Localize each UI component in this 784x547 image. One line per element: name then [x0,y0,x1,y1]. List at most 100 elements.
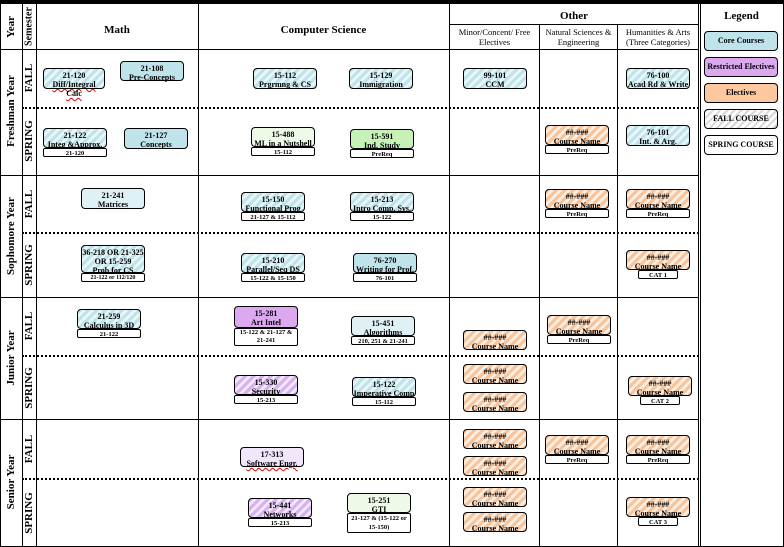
prereq-label: 76-101 [353,273,417,282]
semester-divider [22,478,699,480]
course-card[interactable]: 15-213 Intro Comp. Sys. [350,192,414,213]
math-header: Math [104,24,130,36]
course-card[interactable]: 15-488 ML in a Nutshell [251,127,315,148]
course-card[interactable]: ##-### Course Name [626,189,690,210]
course-card[interactable]: 15-129 Immigration [349,68,413,89]
legend-electives: Electives [704,83,778,103]
prereq-label: PreReq [545,455,609,464]
course-card[interactable]: 21-122 Integ &Approx. [43,128,107,149]
course-card[interactable]: ##-### Course Name [463,429,527,450]
grid-line [449,4,450,547]
course-card[interactable]: ##-### Course Name [547,315,611,336]
grid-line [698,4,699,547]
semester-label-fall: FALL [23,434,35,464]
course-card[interactable]: ##-### Course Name [545,125,609,146]
course-card[interactable]: 21-120 Diff/Integral Calc [43,68,105,98]
cs-header: Computer Science [280,24,367,36]
course-card[interactable]: 15-591 Ind. Study [350,129,414,150]
grid-line [0,175,699,176]
semester-label-spring: SPRING [23,492,35,534]
grid-line [617,24,618,547]
minor-header: Minor/Concent/ Free Electives [458,27,531,47]
prereq-label: CAT 1 [638,270,678,279]
course-card[interactable]: ##-### Course Name [628,376,692,397]
semester-header: Semester [23,7,35,46]
semester-divider [22,232,699,234]
prereq-label: 15-122 & 15-150 [241,273,305,282]
semester-label-fall: FALL [23,63,35,93]
grid-line [700,4,701,547]
prereq-label: 15-213 [248,518,312,527]
course-card[interactable]: 21-127 Concepts [124,128,188,149]
course-card[interactable]: ##-### Course Name [463,456,527,477]
prereq-label: PreReq [350,149,414,158]
course-card[interactable]: ##-### Course Name [463,392,527,413]
course-card[interactable]: 21-259 Calculus in 3D [77,309,141,330]
year-label-sophomore: Sophomore Year [5,197,17,275]
course-card[interactable]: 17-313 Software Engr. [240,447,304,468]
prereq-label: PreReq [626,209,690,218]
course-card[interactable]: 76-100 Acad Rd & Write [626,68,690,89]
prereq-label: PreReq [626,455,690,464]
grid-line [449,24,699,25]
course-card[interactable]: ##-### Course Name [626,497,690,518]
grid-line [0,297,699,298]
legend-spring-course: SPRING COURSE [704,135,778,155]
course-card[interactable]: 15-210 Parallel/Seq DS [241,253,305,274]
course-card[interactable]: ##-### Course Name [626,250,690,271]
prereq-label: 21-127 & 15-112 [241,212,305,221]
year-header: Year [5,16,17,38]
semester-label-fall: FALL [23,311,35,341]
prereq-label: PreReq [545,209,609,218]
legend-core-courses: Core Courses [704,31,778,51]
course-card[interactable]: 15-112 Prgrmng & CS [253,68,317,89]
course-card[interactable]: ##-### Course Name [545,435,609,456]
course-card[interactable]: 76-101 Int. & Arg. [626,125,690,146]
course-card[interactable]: 99-101 CCM [463,68,527,89]
prereq-label: PreReq [545,145,609,154]
grid-line [22,4,23,547]
course-card[interactable]: 15-122 Imperative Comp [352,377,416,398]
course-card[interactable]: 15-150 Functional Prog [241,192,305,213]
course-card[interactable]: 21-108 Pre-Concepts [120,61,184,82]
semester-label-spring: SPRING [23,120,35,162]
course-card[interactable]: 15-251 GTI [347,493,411,514]
course-card[interactable]: 15-281 Art Intel [234,306,298,328]
course-card[interactable]: 15-330 Security [234,375,298,396]
course-card[interactable]: 76-270 Writing for Prof. [353,253,417,274]
prereq-label: 15-122 & 21-127 & 21-241 [234,328,298,346]
course-card[interactable]: ##-### Course Name [626,435,690,456]
course-card[interactable]: ##-### Course Name [463,487,527,508]
course-card[interactable]: 36-218 OR 21-325 OR 15-259 Prob for CS [81,245,145,275]
semester-label-spring: SPRING [23,244,35,286]
natsci-header: Natural Sciences & Engineering [545,27,612,47]
course-card[interactable]: ##-### Course Name [463,512,527,533]
top-border [0,0,784,4]
grid-line [0,49,699,50]
prereq-label: 21-122 or 112/120 [81,273,145,282]
prereq-label: 15-213 [234,395,298,404]
course-card[interactable]: ##-### Course Name [463,330,527,351]
course-card[interactable]: ##-### Course Name [463,364,527,385]
prereq-label: 21-127 & (15-122 or 15-150) [347,513,411,533]
semester-label-fall: FALL [23,189,35,219]
grid-line [539,24,540,547]
grid-line [198,4,199,547]
year-label-junior: Junior Year [5,330,17,386]
grid-line [0,419,699,420]
legend-restricted-electives: Restricted Electives [704,57,778,77]
course-card[interactable]: 21-241 Matrices [81,188,145,209]
year-label-senior: Senior Year [5,454,17,510]
prereq-label: 21-122 [77,329,141,338]
course-card[interactable]: 15-441 Networks [248,498,312,519]
legend-header: Legend [724,10,759,22]
course-card[interactable]: ##-### Course Name [545,189,609,210]
prereq-label: CAT 2 [640,396,680,405]
grid-line [0,4,1,547]
prereq-label: CAT 3 [638,517,678,526]
other-header: Other [559,10,589,22]
legend-fall-course: FALL COURSE [704,109,778,129]
course-card[interactable]: 15-451 Algorithms [351,316,415,337]
prereq-label: 21-120 [43,148,107,157]
